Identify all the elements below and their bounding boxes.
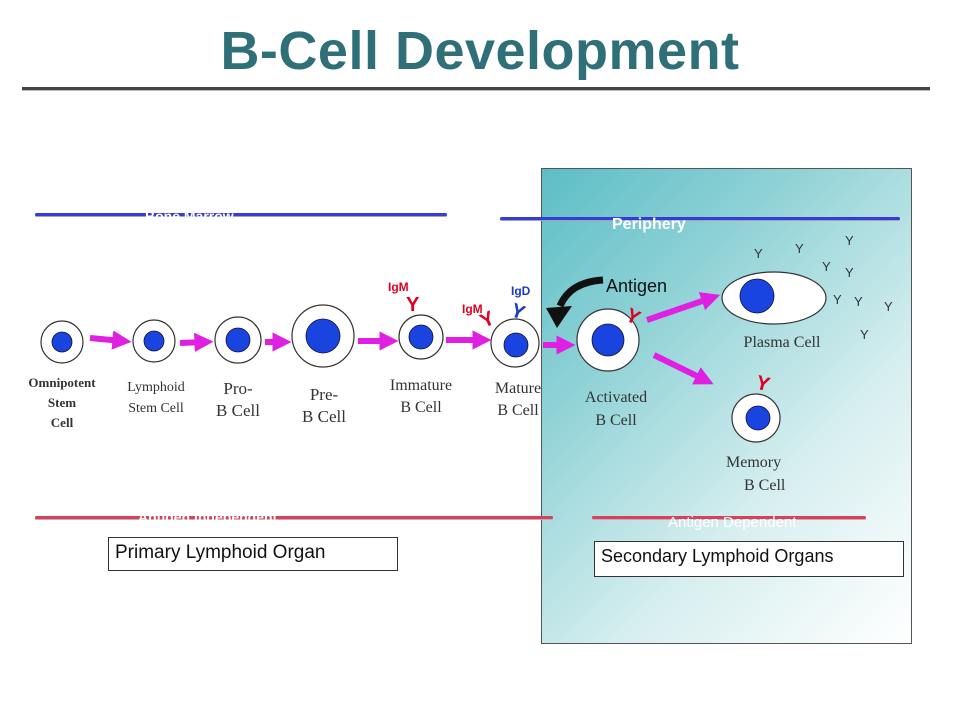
antigen-arrow-head bbox=[546, 306, 572, 328]
pro-b-cell-label: Pro- B Cell bbox=[216, 379, 260, 421]
antibody-icon: Y bbox=[845, 265, 854, 280]
antigen-independent-divider bbox=[35, 516, 553, 519]
omnipotent-stem-cell-label: Omnipotent Stem Cell bbox=[28, 375, 96, 431]
periphery-divider bbox=[500, 217, 900, 220]
secondary-lymphoid-organs-box: Secondary Lymphoid Organs bbox=[594, 541, 904, 577]
antibody-icon: Y bbox=[822, 259, 831, 274]
antigen-independent-label: Antigen Independent bbox=[138, 509, 278, 525]
pre-b-cell bbox=[291, 304, 355, 368]
igm-label-mature: IgM bbox=[462, 302, 483, 316]
development-arrows bbox=[89, 292, 721, 385]
plasma-cell-label: Plasma Cell bbox=[743, 334, 821, 351]
primary-lymphoid-organ-box: Primary Lymphoid Organ bbox=[108, 537, 398, 571]
igd-label-mature: IgD bbox=[511, 284, 531, 298]
omnipotent-stem-cell bbox=[40, 320, 84, 364]
mature-b-cell-label: Mature B Cell bbox=[494, 380, 542, 420]
igm-label-immature: IgM bbox=[388, 280, 409, 294]
antigen-dependent-label: Antigen Dependent bbox=[668, 514, 797, 531]
lymphoid-stem-cell-label: Lymphoid Stem Cell bbox=[127, 380, 185, 416]
activated-b-cell bbox=[576, 308, 640, 372]
antibody-icon: Y bbox=[854, 294, 863, 309]
periphery-label: Periphery bbox=[612, 216, 686, 233]
mature-b-cell bbox=[490, 318, 540, 368]
lymphoid-stem-cell bbox=[132, 319, 176, 363]
antigen-dependent-divider bbox=[592, 516, 866, 519]
antibody-icon: Y bbox=[833, 292, 842, 307]
antibody-icon: Y bbox=[795, 241, 804, 256]
plasma-cell bbox=[721, 271, 827, 325]
igm-receptor-immature-icon: Y bbox=[406, 294, 420, 316]
antigen-label: Antigen bbox=[606, 276, 668, 296]
bone-marrow-label: Bone Marrow bbox=[145, 208, 234, 224]
activated-b-cell-label: Activated B Cell bbox=[584, 389, 648, 430]
memory-b-cell-label: Memory B Cell bbox=[726, 454, 786, 495]
antigen-arrow bbox=[556, 276, 604, 308]
antibody-icon: Y bbox=[860, 327, 869, 342]
bone-marrow-divider bbox=[35, 213, 447, 216]
memory-b-cell bbox=[731, 393, 781, 443]
antibody-icon: Y bbox=[845, 233, 854, 248]
antibody-icon: Y bbox=[884, 299, 893, 314]
immature-b-cell-label: Immature B Cell bbox=[389, 377, 453, 417]
page-title: B-Cell Development bbox=[220, 21, 740, 81]
antibody-icon: Y bbox=[754, 246, 763, 261]
pre-b-cell-label: Pre- B Cell bbox=[302, 385, 346, 427]
title-underline bbox=[22, 87, 930, 90]
immature-b-cell bbox=[398, 314, 444, 360]
pro-b-cell bbox=[214, 316, 262, 364]
